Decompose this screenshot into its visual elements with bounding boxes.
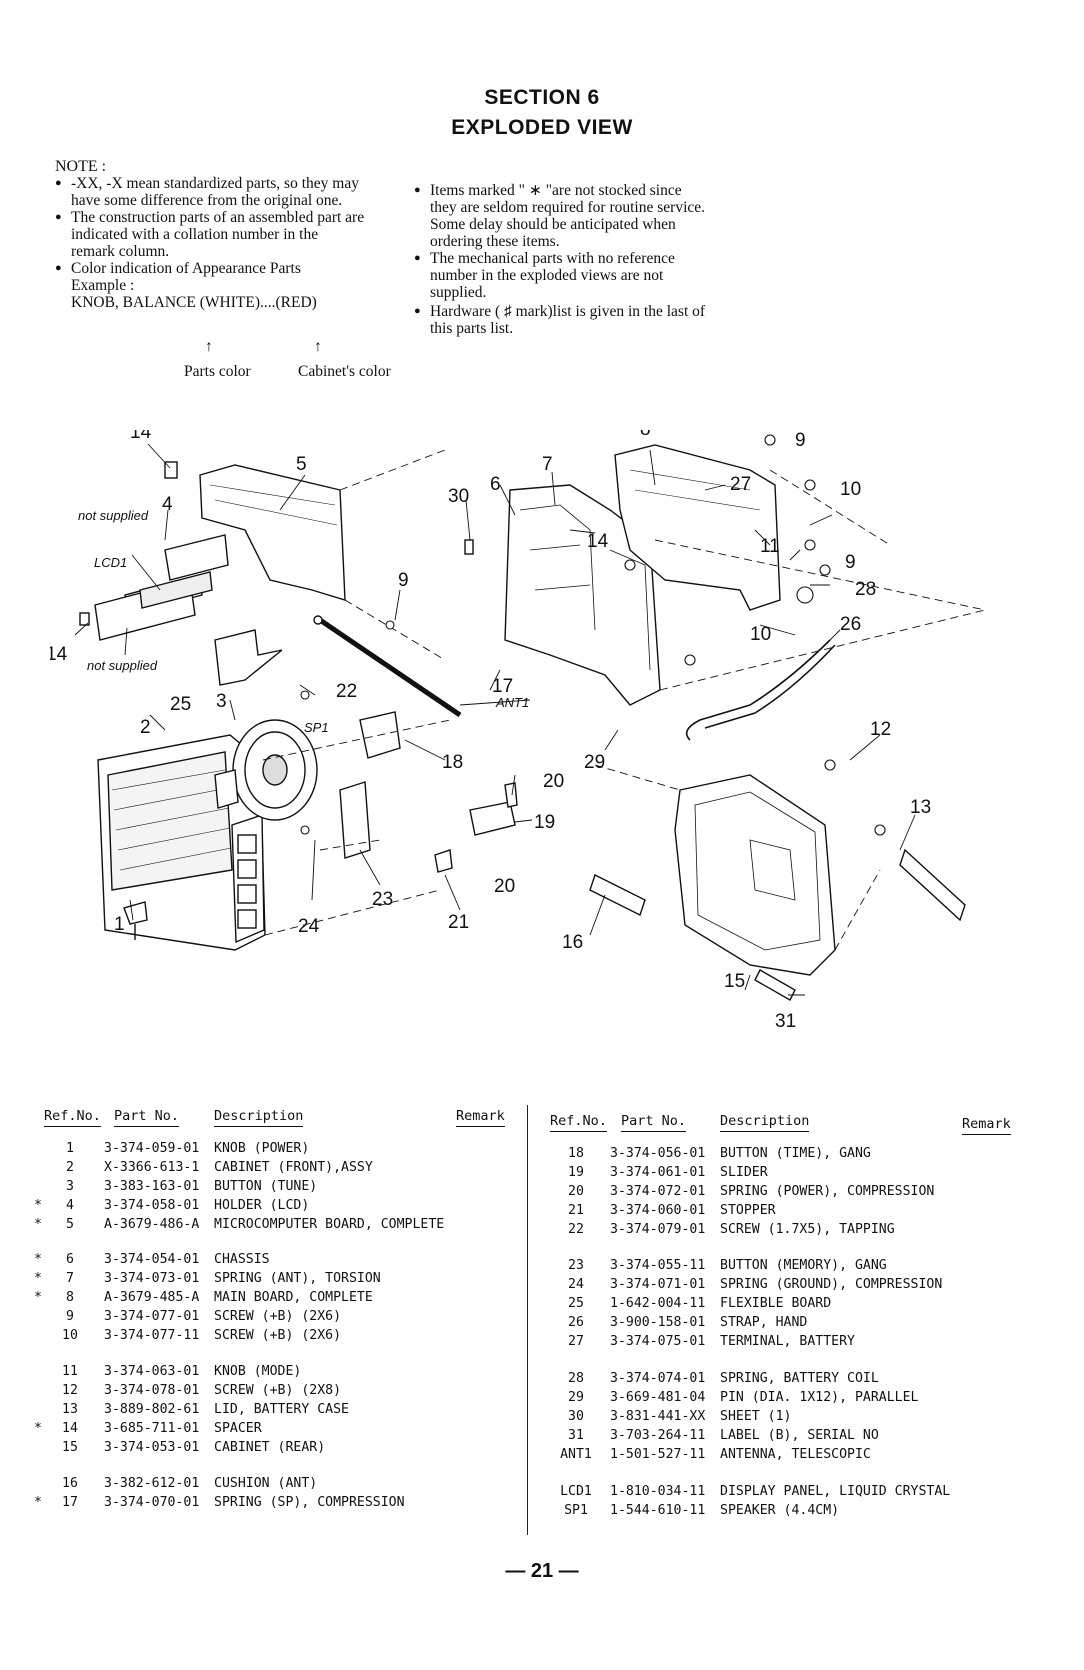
callout: 11 [760,536,780,557]
callout: 24 [298,916,320,937]
callout: SP1 [304,720,329,735]
header-part-left: Part No. [114,1108,180,1127]
callout: not supplied [87,658,158,673]
callout: 8 [640,430,651,440]
callout: 15 [724,971,745,992]
callout: 30 [448,486,469,507]
notes-heading: NOTE : [55,158,107,175]
rear-cabinet-drawing [674,774,836,976]
header-remark-right: Remark [962,1116,1011,1135]
parts-color-label: Parts color [184,363,251,380]
cabinet-color-label: Cabinet's color [298,363,391,380]
callout: 20 [543,771,564,792]
callout: 26 [840,614,861,635]
note-item: The construction parts of an assembled p… [55,209,365,260]
callout: 10 [750,624,771,645]
callout: 14 [50,644,68,665]
header-ref-left: Ref.No. [44,1108,101,1127]
callout: 9 [845,552,856,573]
note-item: Hardware ( ♯ mark)list is given in the l… [414,303,710,337]
callout: 2 [140,717,151,738]
note-item: Color indication of Appearance Parts [55,260,365,277]
callout: 18 [442,752,463,773]
header-remark-left: Remark [456,1108,505,1127]
callout: 22 [336,681,357,702]
callout: 13 [910,797,931,818]
callout: 9 [398,570,409,591]
notes-right: Items marked " ∗ "are not stocked since … [414,182,710,337]
page-number: — 21 — [505,1560,579,1582]
callout: 19 [534,812,555,833]
note-example-text: KNOB, BALANCE (WHITE)....(RED) [71,294,317,311]
callout: 20 [494,876,515,897]
note-item: The mechanical parts with no reference n… [414,250,710,301]
section-title: EXPLODED VIEW [451,116,633,139]
arrow-parts-color: ↑ [205,338,213,355]
callout: 16 [562,932,583,953]
header-ref-right: Ref.No. [550,1113,607,1132]
speaker-drawing [232,719,318,821]
arrow-cabinet-color: ↑ [314,338,322,355]
callout: 31 [775,1011,796,1032]
callout: 17 [492,676,513,697]
callout: 14 [130,430,152,443]
exploded-view-diagram: 14 5 4 not supplied LCD1 14 not supplied… [50,430,986,1032]
callout: 28 [855,579,876,600]
callout: 7 [542,454,553,475]
header-part-right: Part No. [621,1113,687,1132]
callout: 10 [840,479,861,500]
callout: 27 [730,474,751,495]
note-item: Items marked " ∗ "are not stocked since … [414,182,710,250]
callout: 23 [372,889,393,910]
callout: 14 [587,531,609,552]
note-example-label: Example : [71,277,135,294]
note-item: -XX, -X mean standardized parts, so they… [55,175,365,209]
callout: 4 [162,494,173,515]
section-number: SECTION 6 [484,86,600,109]
callout: not supplied [78,508,149,523]
chassis-drawing [464,484,661,706]
callout: 6 [490,474,501,495]
header-desc-right: Description [720,1113,810,1132]
callout: 25 [170,694,191,715]
callout: 29 [584,752,605,773]
callout: 5 [296,454,307,475]
callout: 1 [114,914,125,935]
callout: 12 [870,719,891,740]
callout: LCD1 [94,555,127,570]
callout: ANT1 [495,695,529,710]
callout: 3 [216,691,227,712]
callout: 9 [795,430,806,451]
notes-left: NOTE : -XX, -X mean standardized parts, … [55,158,365,311]
callout: 21 [448,912,469,933]
table-divider [527,1105,528,1535]
header-desc-left: Description [214,1108,304,1127]
